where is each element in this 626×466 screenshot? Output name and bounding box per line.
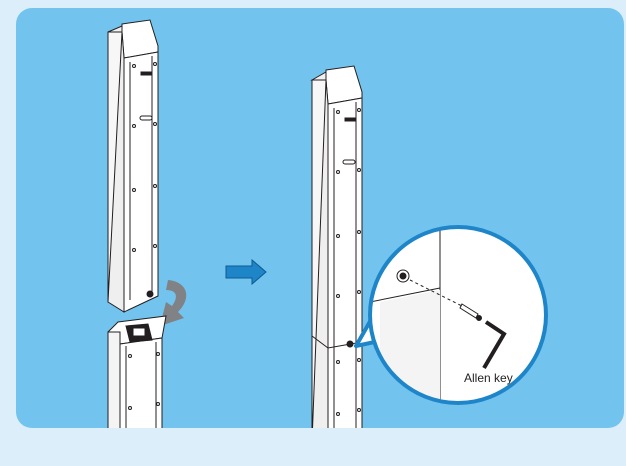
magnifier-callout-icon: Allen key — [354, 225, 548, 405]
rotate-arrow-icon — [160, 280, 187, 326]
speaker-tower-base-icon — [107, 315, 167, 428]
speaker-tower-assembled-icon — [310, 65, 363, 428]
allen-key-icon — [482, 320, 507, 370]
allen-key-label: Allen key — [464, 371, 513, 385]
screw-icon — [396, 269, 410, 283]
speaker-tower-upper-icon — [107, 19, 159, 313]
next-step-arrow-icon — [225, 258, 267, 286]
